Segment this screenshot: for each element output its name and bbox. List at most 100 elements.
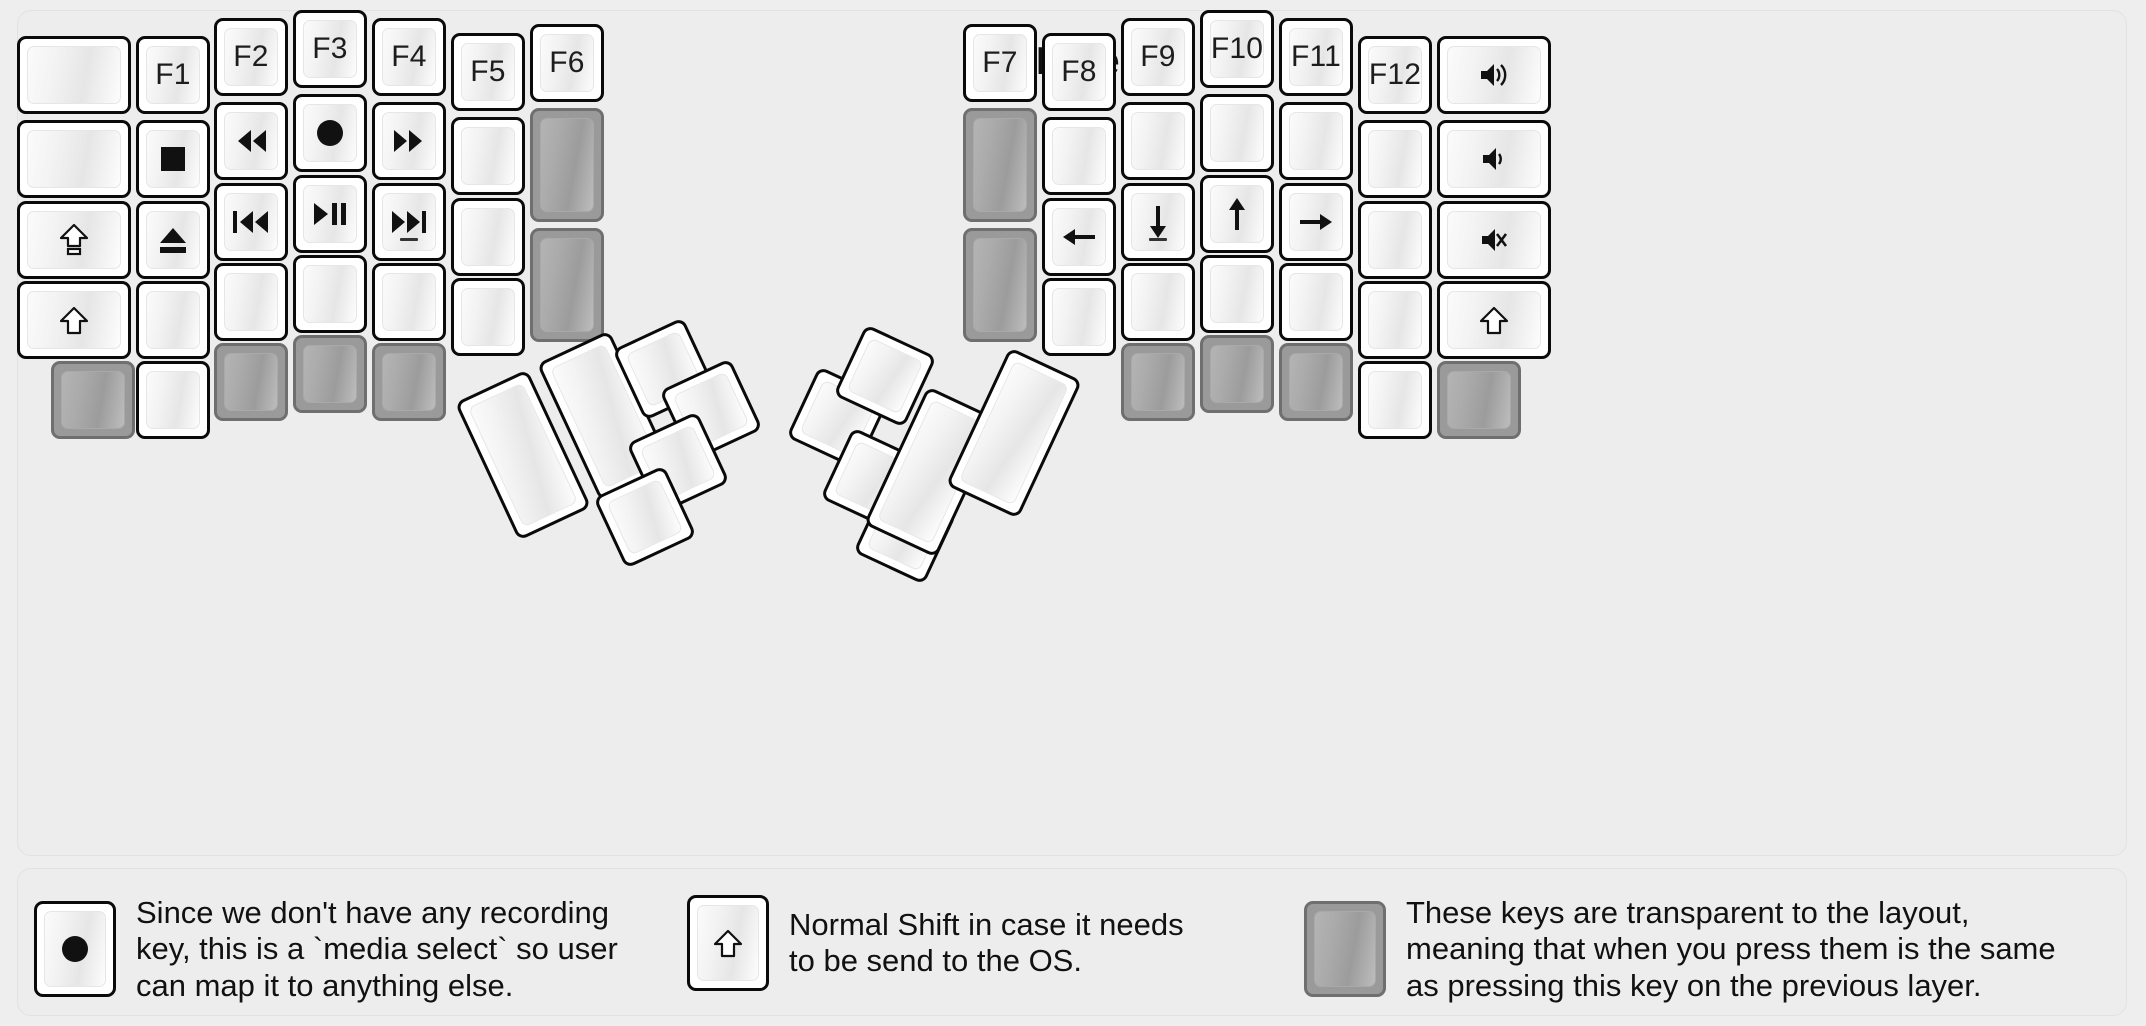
- shift-icon: [1480, 306, 1508, 335]
- key-l-c4-r4[interactable]: [293, 255, 367, 333]
- key-r-c3-r2[interactable]: [1121, 102, 1195, 180]
- key-l-c2-r2[interactable]: [136, 120, 210, 198]
- key-r-c6-r2[interactable]: [1358, 120, 1432, 198]
- key-r-c3-r1[interactable]: F9: [1121, 18, 1195, 96]
- keycap-face: [1368, 291, 1422, 349]
- keycap-face: F9: [1131, 28, 1185, 86]
- key-l-c1-r5[interactable]: [51, 361, 135, 439]
- key-r-c3-r4[interactable]: [1121, 263, 1195, 341]
- media-playpause-icon: [313, 202, 347, 226]
- key-r-c7-r1[interactable]: [1437, 36, 1551, 114]
- key-label: F4: [391, 40, 427, 73]
- key-r-c1-r3[interactable]: [963, 228, 1037, 342]
- key-label: F2: [233, 40, 269, 73]
- key-l-c6-r1[interactable]: F5: [451, 33, 525, 111]
- key-r-c7-r4[interactable]: [1437, 281, 1551, 359]
- key-r-c5-r4[interactable]: [1279, 263, 1353, 341]
- keycap-face: [1289, 193, 1343, 251]
- key-l-c7-r1[interactable]: F6: [530, 24, 604, 102]
- key-l-c4-r1[interactable]: F3: [293, 10, 367, 88]
- keycap-face: [1289, 273, 1343, 331]
- key-label: F9: [1140, 40, 1176, 73]
- key-l-c4-r2[interactable]: [293, 94, 367, 172]
- key-l-c6-r4[interactable]: [451, 278, 525, 356]
- legend-media-select-description: Since we don't have any recording key, t…: [136, 895, 618, 1003]
- key-r-c7-r2[interactable]: [1437, 120, 1551, 198]
- key-l-c2-r3[interactable]: [136, 201, 210, 279]
- key-r-c1-r1[interactable]: F7: [963, 24, 1037, 102]
- key-r-c4-r5[interactable]: [1200, 335, 1274, 413]
- key-underbar-marker: [1149, 238, 1167, 241]
- key-r-c3-r5[interactable]: [1121, 343, 1195, 421]
- key-l-c6-r3[interactable]: [451, 198, 525, 276]
- key-r-c2-r4[interactable]: [1042, 278, 1116, 356]
- arrow-right-icon: [1298, 211, 1334, 233]
- keycap-face: [1368, 371, 1422, 429]
- keycap-face: [27, 46, 121, 104]
- key-l-c5-r2[interactable]: [372, 102, 446, 180]
- keycap-face: [1131, 273, 1185, 331]
- key-r-c4-r1[interactable]: F10: [1200, 10, 1274, 88]
- key-r-c7-r3[interactable]: [1437, 201, 1551, 279]
- arrow-down-icon: [1147, 204, 1169, 240]
- key-l-c5-r5[interactable]: [372, 343, 446, 421]
- legend-normal-shift-key-sample: [687, 895, 769, 991]
- key-r-c5-r3[interactable]: [1279, 183, 1353, 261]
- key-r-c6-r3[interactable]: [1358, 201, 1432, 279]
- keycap-face: [224, 353, 278, 411]
- key-l-c7-r3[interactable]: [530, 228, 604, 342]
- key-l-c5-r4[interactable]: [372, 263, 446, 341]
- media-record-icon: [316, 119, 344, 147]
- legend-normal-shift: Normal Shift in case it needs to be send…: [687, 895, 1184, 991]
- key-l-c1-r4[interactable]: [17, 281, 131, 359]
- key-l-c4-r3[interactable]: [293, 175, 367, 253]
- key-l-c3-r4[interactable]: [214, 263, 288, 341]
- key-r-c7-r5[interactable]: [1437, 361, 1521, 439]
- key-r-c5-r1[interactable]: F11: [1279, 18, 1353, 96]
- key-l-c7-r2[interactable]: [530, 108, 604, 222]
- keycap-face: [382, 353, 436, 411]
- keycap-face: [1447, 291, 1541, 349]
- key-l-c3-r1[interactable]: F2: [214, 18, 288, 96]
- key-r-c4-r4[interactable]: [1200, 255, 1274, 333]
- keycap-face: [224, 273, 278, 331]
- keycap-face: [1447, 46, 1541, 104]
- key-l-c1-r2[interactable]: [17, 120, 131, 198]
- keycap-face: [1368, 130, 1422, 188]
- key-l-c3-r5[interactable]: [214, 343, 288, 421]
- key-l-c2-r4[interactable]: [136, 281, 210, 359]
- key-l-c6-r2[interactable]: [451, 117, 525, 195]
- key-l-c1-r3[interactable]: [17, 201, 131, 279]
- key-r-c2-r2[interactable]: [1042, 117, 1116, 195]
- key-l-c3-r3[interactable]: [214, 183, 288, 261]
- key-r-c6-r1[interactable]: F12: [1358, 36, 1432, 114]
- key-r-c6-r4[interactable]: [1358, 281, 1432, 359]
- key-r-c4-r3[interactable]: [1200, 175, 1274, 253]
- keycap-face: F8: [1052, 43, 1106, 101]
- key-l-c5-r1[interactable]: F4: [372, 18, 446, 96]
- key-l-c5-r3[interactable]: [372, 183, 446, 261]
- key-r-c2-r3[interactable]: [1042, 198, 1116, 276]
- key-l-c3-r2[interactable]: [214, 102, 288, 180]
- key-r-c6-r5[interactable]: [1358, 361, 1432, 439]
- key-l-c2-r5[interactable]: [136, 361, 210, 439]
- key-l-c2-r1[interactable]: F1: [136, 36, 210, 114]
- key-r-c5-r2[interactable]: [1279, 102, 1353, 180]
- key-r-c3-r3[interactable]: [1121, 183, 1195, 261]
- keycap-face: [382, 273, 436, 331]
- media-fastforward-icon: [392, 129, 426, 153]
- shift-icon: [714, 929, 742, 958]
- keycap-face: F2: [224, 28, 278, 86]
- key-r-c1-r2[interactable]: [963, 108, 1037, 222]
- volume-up-icon: [1480, 62, 1508, 88]
- key-l-c1-r1[interactable]: [17, 36, 131, 114]
- key-r-c4-r2[interactable]: [1200, 94, 1274, 172]
- key-r-c2-r1[interactable]: F8: [1042, 33, 1116, 111]
- key-l-c4-r5[interactable]: [293, 335, 367, 413]
- legend-transparent-keys-key-sample: [1304, 901, 1386, 998]
- key-label: F6: [549, 46, 585, 79]
- key-r-c5-r5[interactable]: [1279, 343, 1353, 421]
- keycap-face: [224, 112, 278, 170]
- keycap-face: F3: [303, 20, 357, 78]
- keycap-face: [1289, 353, 1343, 411]
